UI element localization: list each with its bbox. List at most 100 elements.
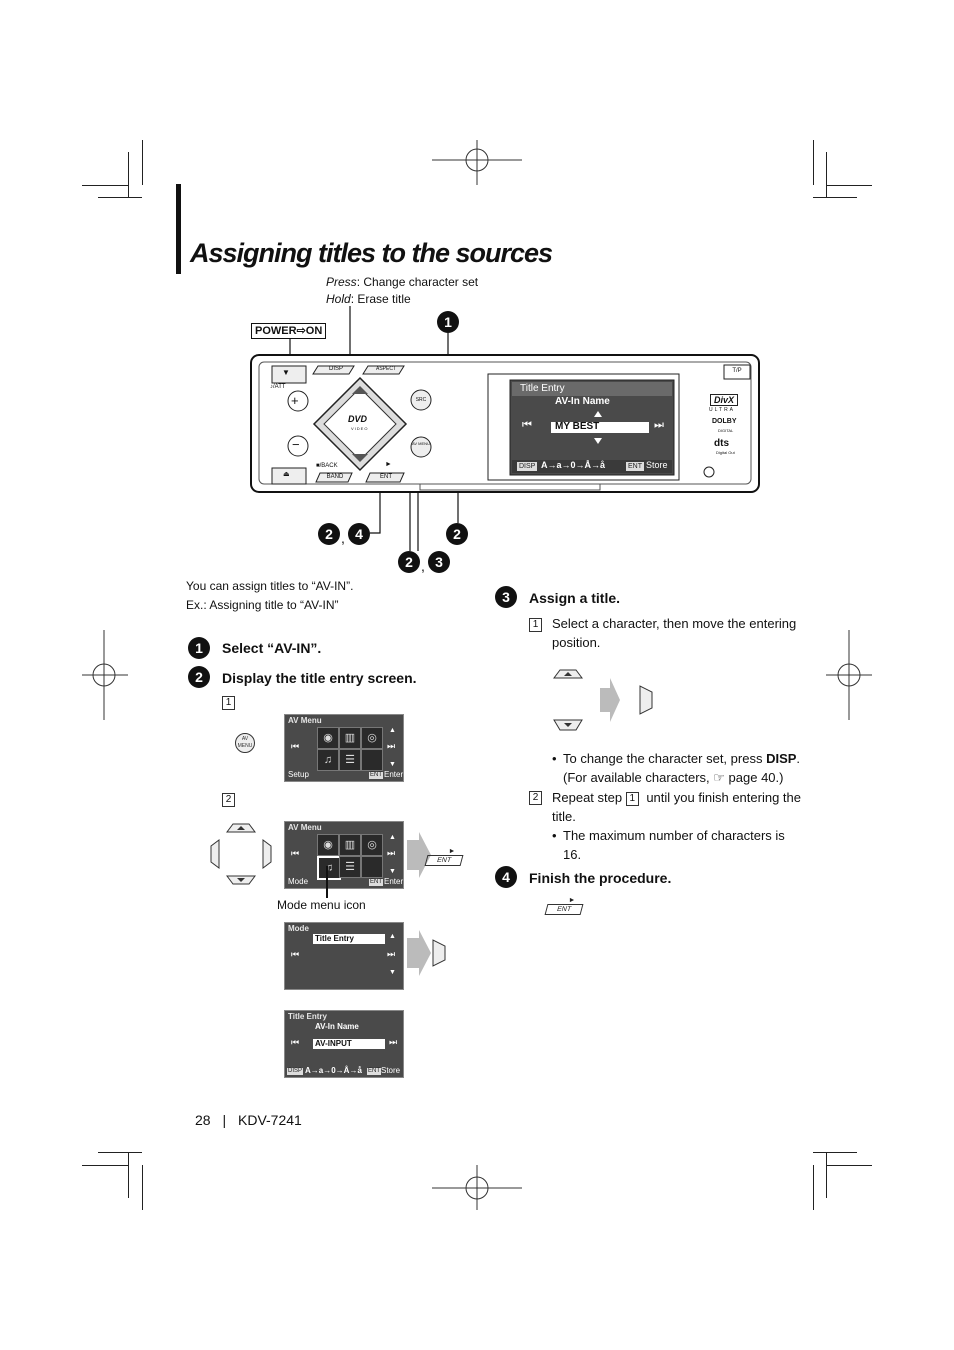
callout-4: 4 — [348, 523, 370, 545]
disc-icon: ◉ — [317, 727, 339, 749]
callout-2: 2 — [318, 523, 340, 545]
screen-footer-left: Setup — [288, 770, 309, 779]
item-text: Repeat step — [552, 790, 626, 805]
ent-button-small[interactable]: ► ENT — [424, 848, 464, 866]
band-button[interactable]: BAND — [326, 474, 344, 480]
intro-line: You can assign titles to “AV-IN”. — [186, 579, 354, 593]
dolby-sub-logo: DIGITAL — [718, 428, 734, 433]
next-icon: ⏭ — [389, 1037, 398, 1047]
up-icon: ▲ — [389, 834, 396, 841]
crop-mark — [82, 185, 128, 186]
blank-icon — [361, 856, 383, 878]
disc-icon: ◉ — [317, 834, 339, 856]
callout-2: 2 — [398, 551, 420, 573]
dolby-logo: DOLBY — [712, 418, 737, 425]
av-menu-screen: AV Menu ◉ ▥ ◎ ♫ ☰ ⏮ ⏭ ▲ ▼ Setup ENT Ente… — [284, 714, 404, 782]
title-entry-screen: Title Entry AV-In Name AV-INPUT ⏮ ⏭ DISP… — [284, 1010, 404, 1078]
equalizer-icon: ▥ — [339, 834, 361, 856]
screen-ent-tag: ENT — [367, 1068, 381, 1075]
step-4-title: Finish the procedure. — [529, 870, 672, 886]
screen-header: AV Menu — [288, 716, 322, 725]
list-icon: ☰ — [339, 749, 361, 771]
step3-bullet2-line: 16. — [563, 847, 582, 862]
down-att-button[interactable]: ▼ — [282, 368, 290, 377]
av-menu-round-button[interactable]: AV MENU — [235, 733, 255, 753]
screen-value: AV-INPUT — [313, 1039, 385, 1049]
back-label: ■/BACK — [316, 463, 338, 469]
press-label: Press — [326, 275, 357, 289]
item-text: until you finish entering the — [642, 790, 801, 805]
screen-store: Store — [381, 1066, 401, 1075]
updown-arrow-diagram — [553, 669, 653, 731]
footer-separator: | — [222, 1112, 227, 1128]
step3-item2-line: Repeat step 1 until you finish entering … — [552, 788, 801, 807]
mode-menu-icon: ♫ — [317, 856, 341, 880]
volume-up-button[interactable]: + — [291, 393, 299, 408]
crop-mark — [826, 152, 827, 198]
step3-bullet1-line: (For available characters, ☞ page 40.) — [563, 770, 784, 785]
up-icon: ▲ — [389, 933, 396, 940]
crop-mark — [142, 1165, 143, 1210]
crop-mark — [98, 1152, 142, 1153]
hold-text: : Erase title — [350, 292, 411, 306]
prev-icon: ⏮ — [291, 1037, 300, 1047]
dpad-diagram — [210, 823, 272, 885]
display-prev-icon: ⏮ — [522, 419, 532, 431]
step3-bullet1-line: To change the character set, press DISP. — [563, 749, 800, 768]
equalizer-icon: ▥ — [339, 727, 361, 749]
eject-button[interactable]: ⏏ — [283, 471, 290, 478]
power-arrow: ⇨ — [296, 325, 306, 337]
dts-sub-logo: Digital Out — [716, 450, 735, 455]
display-disp-tag: DISP — [517, 462, 538, 471]
sub-step-number: 1 — [529, 617, 542, 632]
screen-header: AV Menu — [288, 823, 322, 832]
crop-mark — [813, 197, 857, 198]
sub-step-number: 1 — [222, 695, 235, 710]
next-arrow-icon — [407, 930, 431, 976]
next-arrow-icon — [407, 832, 431, 878]
sub-step-number: 2 — [529, 790, 542, 805]
crop-mark — [128, 1152, 129, 1198]
sub-step-2: 2 — [222, 791, 241, 809]
aspect-button[interactable]: ASPECT — [375, 366, 396, 372]
dvd-logo: DVD — [348, 414, 368, 424]
tp-button[interactable]: T/P — [732, 368, 742, 374]
volume-down-button[interactable]: − — [292, 437, 300, 452]
blank-icon — [361, 749, 383, 771]
bullet-dot: • — [552, 751, 557, 766]
sub-step-number: 2 — [222, 792, 235, 807]
disp-button[interactable]: DISP — [328, 366, 343, 372]
crop-mark — [813, 140, 814, 185]
screen-disp-tag: DISP — [287, 1068, 304, 1075]
step-1-title: Select “AV-IN”. — [222, 640, 322, 656]
display-next-icon: ⏭ — [654, 419, 664, 431]
model-name: KDV-7241 — [238, 1112, 302, 1128]
speaker-icon: ◎ — [361, 727, 383, 749]
bullet-text: . — [796, 751, 801, 766]
src-button[interactable]: SRC — [415, 397, 427, 403]
crop-mark — [826, 1152, 827, 1198]
step-ref: 1 — [625, 791, 639, 806]
step3-bullet2-line: The maximum number of characters is — [563, 828, 785, 843]
ent-label: ENT — [544, 904, 584, 915]
head-unit-diagram — [250, 306, 760, 551]
ent-button[interactable]: ENT — [380, 474, 392, 480]
screen-header: Title Entry — [288, 1012, 327, 1021]
step3-item1-line: Select a character, then move the enteri… — [552, 616, 797, 631]
crop-mark — [142, 140, 143, 185]
intro-line: Ex.: Assigning title to “AV-IN” — [186, 598, 339, 612]
power-on-label: POWER⇨ON — [251, 323, 327, 339]
crop-mark — [128, 152, 129, 198]
next-icon: ⏭ — [387, 741, 396, 751]
next-icon: ⏭ — [387, 848, 396, 858]
prev-icon: ⏮ — [291, 741, 300, 751]
down-icon: ▼ — [389, 868, 396, 875]
prev-icon: ⏮ — [291, 848, 300, 858]
display-ent-tag: ENT — [626, 462, 644, 471]
av-menu-button[interactable]: AV MENU — [412, 441, 430, 446]
screen-footer-right: Enter — [384, 877, 404, 886]
ent-button-small[interactable]: ► ENT — [544, 897, 584, 915]
power-on-text: ON — [305, 325, 323, 337]
page-title: Assigning titles to the sources — [190, 238, 553, 268]
right-button-icon[interactable] — [431, 938, 447, 968]
